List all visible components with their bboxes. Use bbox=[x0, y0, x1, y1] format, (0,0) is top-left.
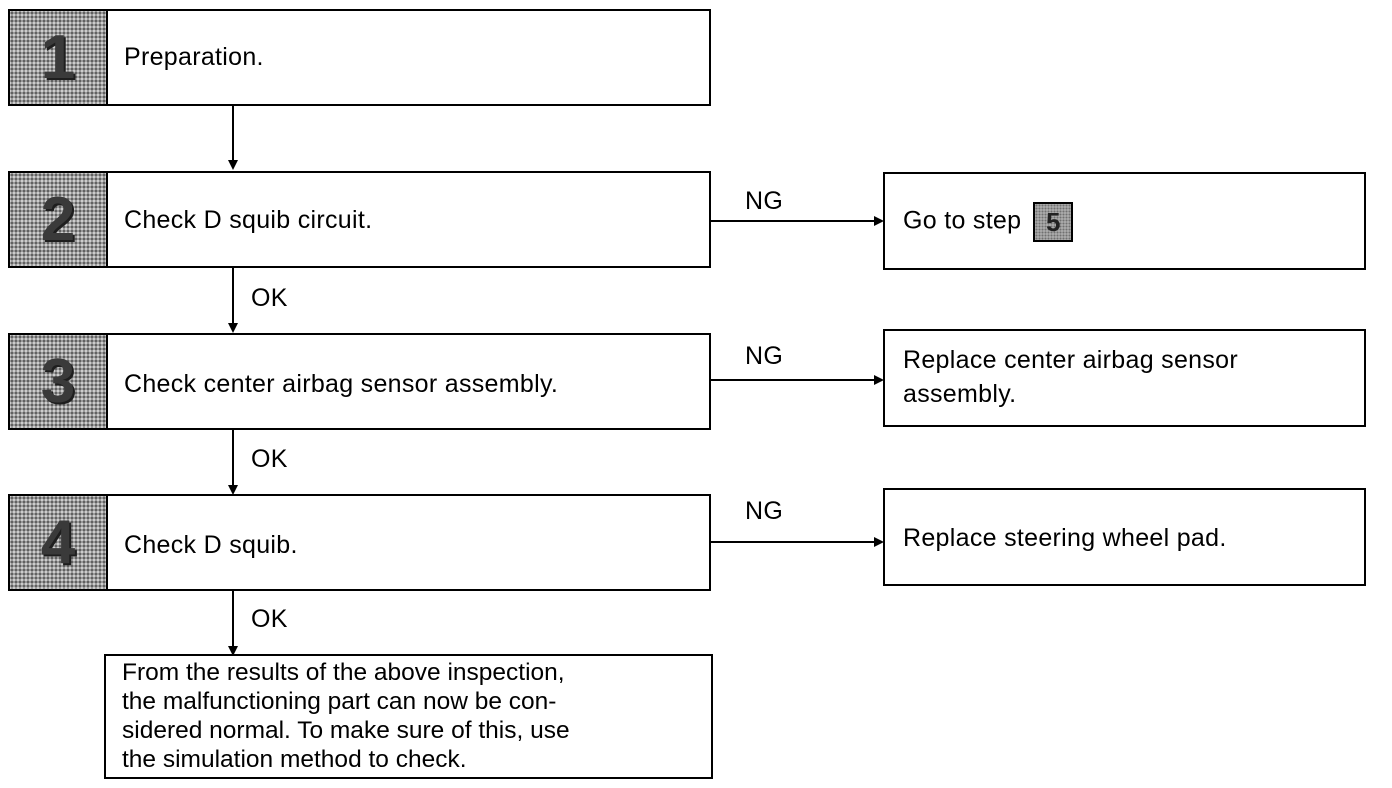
arrowhead-down-icon bbox=[228, 323, 238, 333]
conclusion-line-4: the simulation method to check. bbox=[122, 746, 467, 773]
ng-result-step4: Replace steering wheel pad. bbox=[883, 488, 1366, 586]
ng-label-step3: NG bbox=[745, 342, 784, 370]
conclusion-line-2: the malfunctioning part can now be con- bbox=[122, 688, 557, 715]
conclusion-text: From the results of the above inspection… bbox=[122, 658, 703, 774]
go-to-step-text: Go to step bbox=[903, 206, 1022, 235]
ok-label-after-step4: OK bbox=[251, 605, 288, 633]
ng-result-step3: Replace center airbag sensor assembly. bbox=[883, 329, 1366, 427]
replace-sensor-line2: assembly. bbox=[903, 380, 1017, 408]
step-box-4: 4 Check D squib. bbox=[8, 494, 711, 591]
step-text-2: Check D squib circuit. bbox=[124, 206, 373, 234]
arrowhead-right-icon bbox=[874, 537, 884, 547]
arrowhead-down-icon bbox=[228, 160, 238, 170]
step-text-1: Preparation. bbox=[124, 43, 264, 71]
ng-label-step2: NG bbox=[745, 187, 784, 215]
conclusion-line-1: From the results of the above inspection… bbox=[122, 659, 565, 686]
conclusion-box: From the results of the above inspection… bbox=[104, 654, 713, 779]
ng-label-step4: NG bbox=[745, 497, 784, 525]
step-box-2: 2 Check D squib circuit. bbox=[8, 171, 711, 268]
arrowhead-right-icon bbox=[874, 375, 884, 385]
replace-sensor-line1: Replace center airbag sensor bbox=[903, 346, 1238, 374]
step-box-1: 1 Preparation. bbox=[8, 9, 711, 106]
ng-result-step2: Go to step 5 bbox=[883, 172, 1366, 270]
arrowhead-down-icon bbox=[228, 485, 238, 495]
go-to-step-number: 5 bbox=[1033, 202, 1074, 242]
ok-label-after-step2: OK bbox=[251, 284, 288, 312]
step-number-1: 1 bbox=[10, 11, 108, 104]
step-number-2: 2 bbox=[10, 173, 108, 266]
step-number-4: 4 bbox=[10, 496, 108, 589]
arrowhead-right-icon bbox=[874, 216, 884, 226]
conclusion-line-3: sidered normal. To make sure of this, us… bbox=[122, 717, 570, 744]
step-text-4: Check D squib. bbox=[124, 531, 298, 559]
step-text-3: Check center airbag sensor assembly. bbox=[124, 370, 559, 398]
ok-label-after-step3: OK bbox=[251, 445, 288, 473]
step-number-3: 3 bbox=[10, 335, 108, 428]
arrowhead-down-icon bbox=[228, 646, 238, 656]
step-box-3: 3 Check center airbag sensor assembly. bbox=[8, 333, 711, 430]
replace-pad-text: Replace steering wheel pad. bbox=[903, 524, 1227, 552]
